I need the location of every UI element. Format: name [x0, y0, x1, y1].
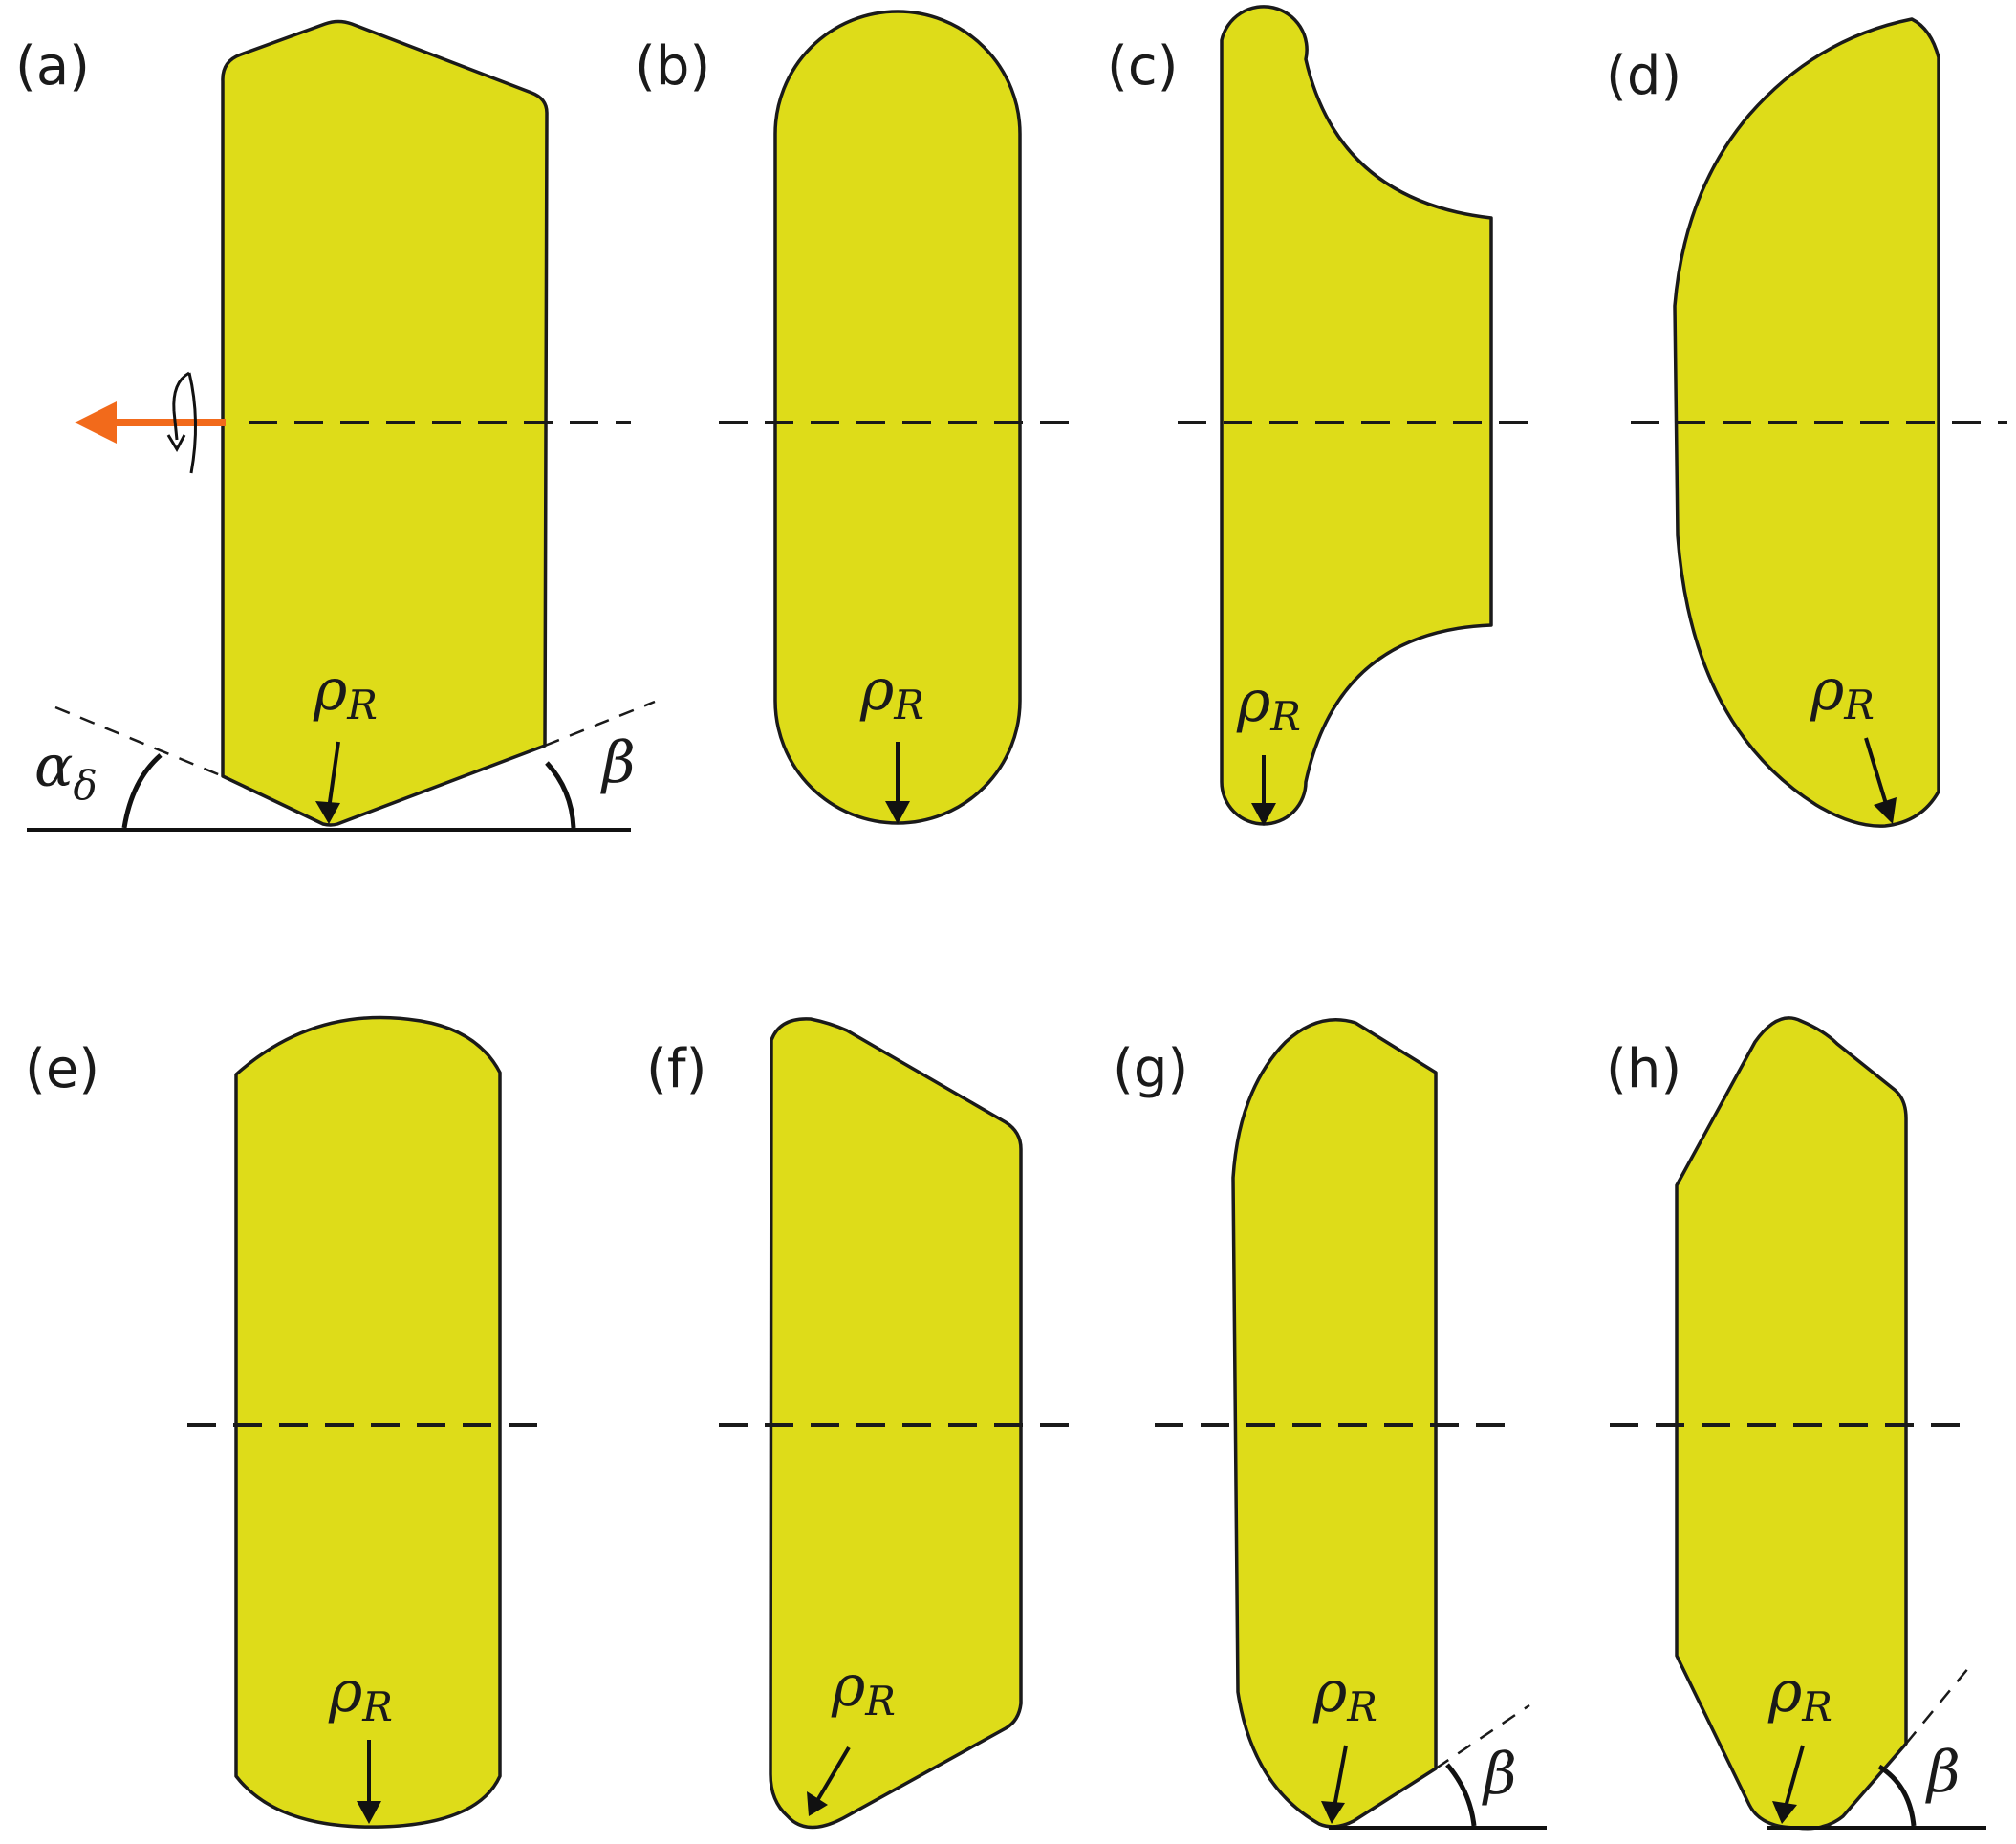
- panel-label-f: (f): [646, 1038, 706, 1100]
- rho-arrow-a: [324, 741, 340, 814]
- panel-a: (a) ρR αδ β: [15, 19, 656, 832]
- panel-label-e: (e): [25, 1038, 99, 1100]
- panel-label-a: (a): [15, 35, 90, 98]
- rho-label-a: ρR: [313, 657, 378, 728]
- rho-label-g: ρR: [1312, 1659, 1377, 1730]
- edge-guide-g: [1435, 1703, 1530, 1770]
- rho-arrow-h: [1784, 1745, 1805, 1808]
- angle-arc-alpha: [121, 753, 163, 829]
- tool-profile-b: [773, 10, 1022, 825]
- alpha-label: αδ: [34, 733, 98, 809]
- rho-label-d: ρR: [1810, 657, 1875, 728]
- panel-e: (e) ρR: [25, 1015, 554, 1829]
- tool-profile-g: [1231, 1018, 1438, 1829]
- rho-label-b: ρR: [859, 657, 924, 728]
- rho-arrow-g: [1333, 1745, 1348, 1808]
- panel-label-c: (c): [1107, 35, 1178, 98]
- panel-c: (c) ρR: [1107, 5, 1537, 826]
- edge-guide-right-a: [544, 700, 656, 748]
- panel-label-g: (g): [1113, 1038, 1188, 1100]
- tool-profile-c: [1220, 5, 1493, 826]
- beta-label-g: β: [1482, 1741, 1517, 1808]
- panel-label-d: (d): [1606, 45, 1681, 107]
- edge-guide-h: [1905, 1666, 1970, 1745]
- rho-label-c: ρR: [1236, 668, 1301, 740]
- angle-arc-beta: [545, 761, 576, 829]
- panel-label-b: (b): [635, 35, 710, 98]
- rho-label-e: ρR: [328, 1659, 393, 1730]
- tool-profile-e: [234, 1015, 502, 1829]
- panel-label-h: (h): [1606, 1038, 1681, 1100]
- beta-label-h: β: [1925, 1739, 1961, 1806]
- rotation-arrow-icon: [75, 371, 226, 474]
- beta-label-a: β: [600, 729, 636, 796]
- tool-profile-f: [769, 1017, 1023, 1830]
- angle-arc-beta-g: [1445, 1763, 1477, 1827]
- angle-arc-beta-h: [1877, 1764, 1917, 1827]
- rho-label-f: ρR: [831, 1653, 896, 1725]
- tool-profile-a: [221, 19, 549, 827]
- panel-f: (f) ρR: [646, 1017, 1080, 1830]
- panel-g: (g) ρR β: [1113, 1018, 1547, 1830]
- rho-arrow-d: [1864, 737, 1889, 808]
- panel-b: (b) ρR: [635, 10, 1080, 825]
- panel-d: (d) ρR: [1606, 17, 2007, 828]
- rho-arrow-f: [816, 1746, 851, 1801]
- tool-profile-d: [1673, 17, 1940, 828]
- panel-h: (h) ρR β: [1606, 1016, 1986, 1831]
- edge-guide-left-a: [54, 705, 224, 778]
- rho-label-h: ρR: [1767, 1659, 1832, 1730]
